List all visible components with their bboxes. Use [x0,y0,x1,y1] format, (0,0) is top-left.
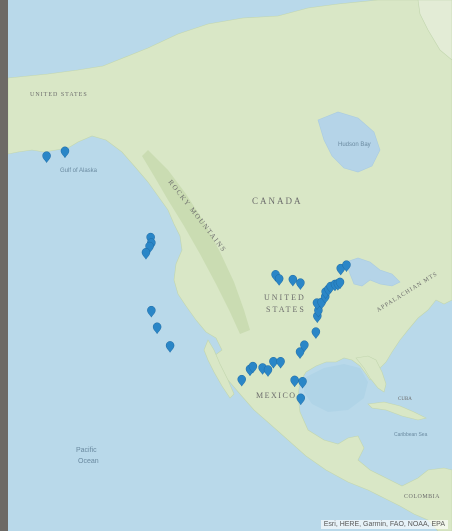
map-marker-ca-1[interactable] [147,305,156,318]
label-caribbean: Caribbean Sea [394,432,428,438]
label-alaska: UNITED STATES [30,92,88,98]
map-marker-nc-1[interactable] [311,327,321,340]
map-canvas[interactable]: UNITED STATES Gulf of Alaska Hudson Bay … [8,0,452,531]
map-marker-fl-2[interactable] [290,375,299,388]
map-marker-ca-2[interactable] [152,322,162,335]
left-frame-bar [0,0,8,531]
map-marker-ma-2[interactable] [335,277,345,290]
label-pacific-line1: Pacific [76,447,97,454]
map-marker-alaska-2[interactable] [60,146,70,159]
map-attribution: Esri, HERE, Garmin, FAO, NOAA, EPA [320,520,448,529]
map-marker-fl-3[interactable] [296,393,306,406]
map-marker-tx-1[interactable] [237,374,246,387]
land-greenland [417,0,452,61]
map-marker-fl-1[interactable] [276,356,285,369]
map-marker-gl-2[interactable] [274,274,284,286]
label-hudson-bay: Hudson Bay [338,142,371,148]
marker-layer [42,146,351,406]
map-marker-me-1[interactable] [336,263,345,276]
label-pacific-line2: Ocean [78,458,99,465]
map-marker-ms-1[interactable] [269,356,278,369]
hudson-bay [317,111,381,173]
rocky-mountains-band [142,150,250,334]
map-marker-sc-1[interactable] [300,340,309,353]
label-gulf-of-alaska: Gulf of Alaska [60,168,98,174]
label-united-states-line1: UNITED [264,293,306,302]
map-marker-gl-3[interactable] [288,274,298,287]
map-marker-tx-3[interactable] [248,361,258,374]
map-marker-fl-4[interactable] [298,377,307,389]
label-united-states-line2: STATES [266,305,306,314]
label-canada: CANADA [252,196,303,206]
land-florida [355,355,387,393]
land-baja [203,339,235,399]
map-marker-alaska-1[interactable] [42,151,51,164]
map-marker-ca-3[interactable] [165,341,175,353]
map-marker-me-2[interactable] [342,260,351,273]
map-marker-gl-4[interactable] [296,278,305,291]
map-marker-ga-1[interactable] [295,347,305,360]
map-marker-or-1[interactable] [141,247,151,260]
land-cuba [367,401,427,421]
label-mexico: MEXICO [256,391,297,400]
label-colombia: COLOMBIA [404,494,440,500]
map-marker-la-2[interactable] [263,365,273,378]
label-cuba: CUBA [398,397,412,402]
great-lakes [345,257,401,287]
gulf-of-mexico [304,364,368,412]
